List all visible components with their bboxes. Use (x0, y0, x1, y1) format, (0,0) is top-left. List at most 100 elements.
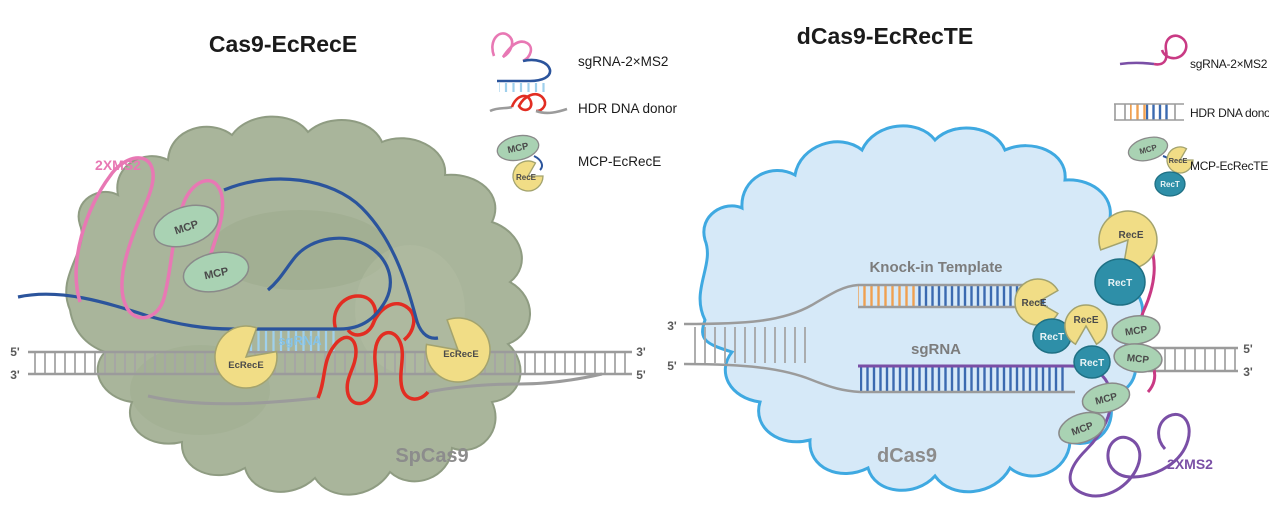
left-panel-title: Cas9-EcRecE (209, 31, 357, 57)
ecrece-pacman (214, 325, 278, 389)
ecrece-label: EcRecE (228, 360, 263, 371)
rece-pacman-icon (512, 160, 544, 192)
mcp-label: MCP (203, 266, 229, 283)
dna-end-3p: 3' (636, 345, 646, 359)
rece-pacman (1064, 304, 1108, 346)
rect-oval (1073, 345, 1111, 379)
sgrna-blue-strands (17, 177, 439, 340)
dna-end-5p: 5' (1243, 342, 1253, 356)
mcp-label: MCP (1124, 324, 1148, 338)
rece-label: RecE (1118, 230, 1143, 241)
fork-bottom-strand (683, 362, 861, 394)
legend-mcp-ecrecte-icon: MCP RecE RecT (1127, 136, 1194, 197)
ms2-pink-loops (74, 156, 225, 320)
rece-label: RecE (1169, 156, 1188, 165)
mcp-icon: MCP (1127, 136, 1169, 162)
template-homology-arm-orange (858, 286, 918, 306)
donor-gray-tail-right (427, 372, 603, 394)
sgrna-label: sgRNA (278, 333, 322, 348)
mcp-oval (1058, 411, 1106, 445)
rect-label: RecT (1160, 180, 1180, 189)
ms2-loop-icon (1153, 34, 1188, 66)
right-panel-title: dCas9-EcRecTE (797, 23, 973, 49)
linker-icon (533, 155, 543, 171)
dna-end-3p: 3' (1243, 365, 1253, 379)
right-sgrna-duplex (858, 364, 1075, 394)
legend-right: sgRNA-2×MS2 HDR DNA donor MCP RecE RecT … (1114, 34, 1269, 197)
rece-protein-b: RecE (1064, 304, 1108, 346)
legend-hdr-donor-icon-r (1114, 103, 1184, 121)
donor-red-path (332, 294, 378, 337)
legend-mcp-ecrecte-label: MCP-EcRecTE (1190, 159, 1268, 173)
rece-label: RecE (1073, 315, 1098, 326)
spcas9-label: SpCas9 (395, 445, 468, 467)
legend-sgrna-ms2-icon-r (1119, 34, 1188, 66)
donor-gray-icon (489, 105, 513, 113)
ecrece-pacman (425, 317, 491, 383)
rece-label: RecE (1021, 298, 1046, 309)
mcp-icon: MCP (496, 134, 540, 162)
donor-blue-segment-icon (1146, 104, 1170, 120)
ecrece-protein-2: EcRecE (425, 317, 491, 383)
sgrna-purple-line-icon (1119, 61, 1155, 66)
right-dna-exit (1148, 346, 1238, 373)
rect-label: RecT (1040, 332, 1064, 343)
legend-hdr-donor-label-r: HDR DNA donor (1190, 106, 1269, 120)
rece-pacman-icon (1166, 146, 1194, 174)
mcp-protein-1: MCP (153, 204, 219, 248)
mcp-oval (1081, 382, 1131, 414)
donor-gray-segment-icon (1170, 104, 1184, 120)
right-sgrna-label: sgRNA (911, 341, 961, 358)
rect-protein-b: RecT (1073, 345, 1111, 379)
ms2-loops-icon (491, 32, 533, 63)
mcp-protein-r4: MCP (1058, 411, 1106, 445)
dna-end-5p: 5' (667, 359, 677, 373)
dcas9-protein-shape (698, 124, 1145, 494)
knockin-template-label: Knock-in Template (869, 259, 1002, 276)
ecrece-label: EcRecE (443, 349, 478, 360)
ecrece-protein-1: EcRecE (214, 325, 278, 389)
template-insert-blue (918, 286, 1046, 306)
dcas9-label: dCas9 (877, 445, 937, 467)
rece-label: RecE (516, 173, 537, 182)
mcp-oval-icon (1127, 136, 1169, 162)
sgrna-strand-main (17, 236, 392, 331)
dna-end-5p: 5' (10, 345, 20, 359)
sgrna-duplex-rungs (860, 367, 1066, 391)
legend-mcp-ecrece-label: MCP-EcRecE (578, 154, 661, 169)
mcp-protein-r1: MCP (1111, 314, 1161, 346)
legend-sgrna-ms2-icon (491, 32, 552, 92)
exit-rungs (1150, 349, 1236, 370)
legend-left: sgRNA-2×MS2 HDR DNA donor MCP RecE MCP-E… (489, 32, 678, 192)
mcp-oval (153, 204, 219, 248)
fork-rungs (690, 327, 806, 363)
mcp-oval (1113, 343, 1163, 373)
legend-mcp-ecrece-icon: MCP RecE (496, 134, 544, 192)
rece-pacman (1098, 210, 1158, 270)
rect-label: RecT (1108, 278, 1132, 289)
donor-gray-tail-left (147, 394, 319, 406)
rect-protein-top: RecT (1094, 258, 1146, 306)
rect-protein-a: RecT (1032, 318, 1072, 354)
mcp-protein-2: MCP (182, 251, 250, 293)
rect-oval-icon (1154, 171, 1186, 197)
donor-red-path (370, 302, 416, 342)
mcp-label: MCP (1094, 391, 1119, 407)
donor-red-path (316, 331, 430, 406)
right-ms2-label: 2XMS2 (1167, 456, 1213, 472)
sgrna-strand-upper (223, 177, 439, 340)
mcp-label: MCP (507, 141, 531, 156)
donor-orange-segment-icon (1130, 104, 1146, 120)
rect-label: RecT (1080, 358, 1104, 369)
dna-end-5p: 5' (636, 368, 646, 382)
sgrna-dna-pairing-hatch (230, 331, 336, 351)
pairing-hatch-icon (499, 83, 547, 92)
donor-gray-icon (535, 107, 568, 115)
mcp-oval (182, 251, 250, 293)
right-dna-fork (683, 283, 861, 394)
fork-top-strand (683, 283, 859, 326)
dna-end-3p: 3' (10, 368, 20, 382)
mcp-oval-icon (496, 134, 540, 162)
ms2-label: 2XMS2 (95, 157, 141, 173)
